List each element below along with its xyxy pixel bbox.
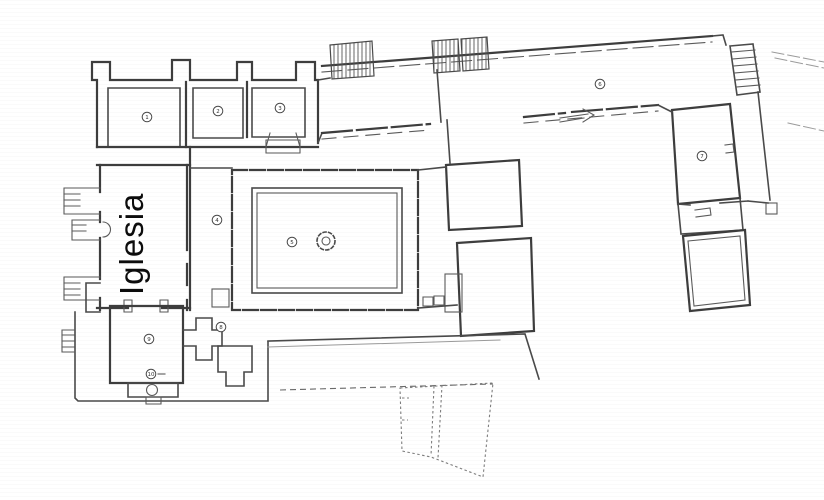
room-marker: 2 [212, 105, 224, 117]
hatched-stair-block-3 [460, 36, 490, 72]
room-marker: 1 [141, 111, 153, 123]
dashed-boundary [279, 383, 494, 391]
room-marker: 10 [145, 368, 157, 380]
side-apse [102, 221, 111, 238]
room-marker: 5 [286, 236, 298, 248]
garden-wall-e [787, 122, 824, 132]
long-wing [320, 34, 714, 140]
svg-text:1: 1 [145, 115, 149, 121]
svg-text:5: 5 [290, 240, 294, 246]
room-markers: 1 2 3 4 5 6 7 8 9 10 [141, 78, 708, 380]
room-marker: 8 [215, 321, 227, 333]
garden-walls [267, 333, 541, 391]
svg-text:7: 7 [700, 154, 704, 160]
svg-text:3: 3 [278, 106, 282, 112]
east-end-block [656, 34, 824, 313]
room-3-outline [251, 87, 306, 138]
svg-text:9: 9 [147, 337, 151, 343]
room-marker: 9 [143, 333, 155, 345]
svg-text:2: 2 [216, 109, 220, 115]
north-range [90, 58, 331, 154]
room-marker: 6 [594, 78, 606, 90]
east-room-lower [455, 236, 536, 338]
annex-outline [399, 382, 494, 478]
chapel-1 [63, 187, 101, 215]
garth-outer [251, 187, 403, 294]
fountain-outer-icon [316, 231, 336, 251]
entrance-arrow-icon [559, 108, 596, 123]
east-end-stair [729, 43, 761, 96]
east-lower-room [681, 228, 752, 313]
garth-inner [256, 192, 398, 289]
fountain-inner-icon [321, 236, 331, 246]
chapel-1-window-hatch [63, 193, 81, 207]
svg-text:6: 6 [598, 82, 602, 88]
west-gallery-room [188, 145, 233, 312]
north-range-porch [265, 132, 301, 154]
stair-landing [422, 295, 445, 307]
chancel-jambs [123, 299, 169, 313]
room-marker: 3 [274, 102, 286, 114]
southwest-block [61, 304, 269, 405]
transept-step [85, 282, 101, 313]
hatched-stair-block-2 [431, 38, 461, 74]
garden-wall-ne [771, 51, 824, 69]
chapel-2-window-hatch [71, 224, 87, 232]
south-annex [399, 382, 494, 478]
cloister-southeast-stair [444, 273, 463, 313]
cloister-gallery-wall [230, 168, 420, 312]
east-room-upper [444, 158, 524, 232]
chapel-2 [71, 219, 101, 241]
southwest-chapel-window-hatch [61, 334, 75, 348]
chapel-3-window-hatch [63, 282, 81, 296]
church: Iglesia [63, 163, 192, 313]
svg-text:10: 10 [148, 372, 155, 378]
stair-tower-icon [145, 383, 159, 397]
east-buttress [765, 202, 778, 215]
cloister [230, 168, 420, 312]
cloister-southwest-stair [211, 288, 230, 308]
tower-base [127, 382, 179, 398]
church-label: Iglesia [113, 193, 150, 295]
east-mid-room [677, 197, 744, 235]
east-rooms [417, 119, 536, 338]
hatched-stair-block-1 [329, 40, 375, 80]
room-marker: 4 [211, 214, 223, 226]
stepped-room [217, 345, 253, 387]
svg-text:8: 8 [219, 325, 223, 331]
svg-text:4: 4 [215, 218, 219, 224]
cross-room [182, 317, 223, 361]
room-2-outline [192, 87, 244, 139]
room-marker: 7 [696, 150, 708, 162]
southwest-room [108, 304, 185, 385]
